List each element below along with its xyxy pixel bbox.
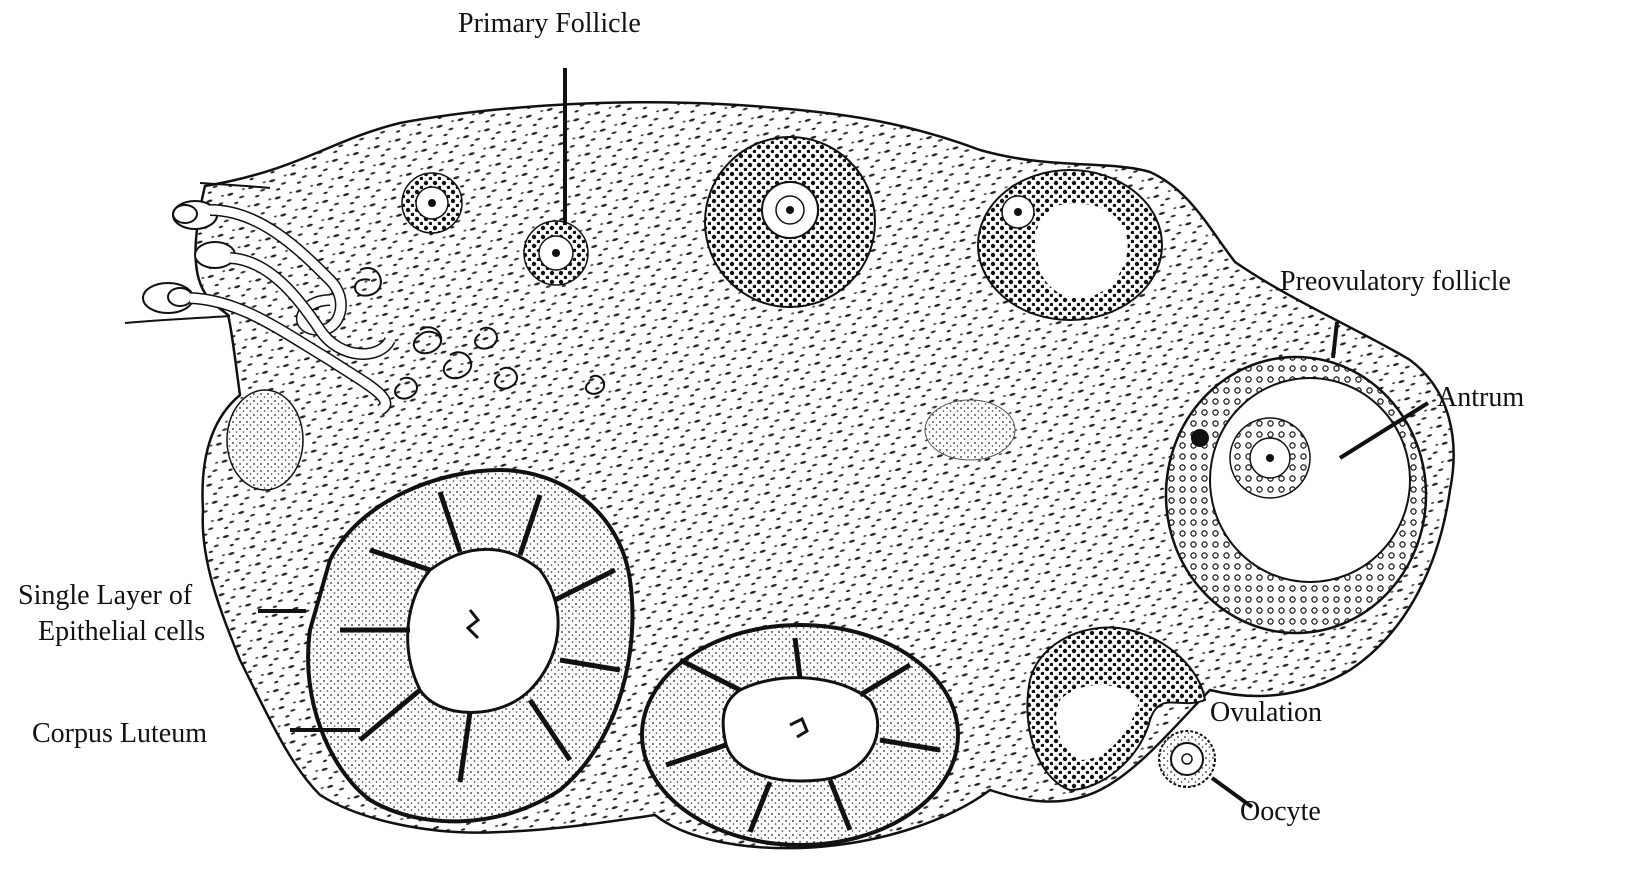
label-oocyte: Oocyte	[1240, 796, 1321, 828]
label-single-layer-line1: Single Layer of	[18, 580, 192, 612]
label-primary-follicle: Primary Follicle	[458, 8, 641, 40]
label-single-layer-line2: Epithelial cells	[38, 616, 205, 648]
label-preovulatory-follicle: Preovulatory follicle	[1280, 266, 1511, 298]
tertiary-follicle	[978, 170, 1162, 320]
corpus-luteum-center	[642, 625, 958, 845]
preovulatory-follicle	[1166, 357, 1426, 633]
secondary-follicle	[705, 137, 875, 307]
released-oocyte	[1159, 731, 1215, 787]
atretic-follicle	[925, 400, 1015, 460]
label-corpus-luteum: Corpus Luteum	[32, 718, 207, 750]
edge-follicle	[227, 390, 303, 490]
label-antrum: Antrum	[1437, 382, 1524, 414]
corpus-luteum-left	[308, 470, 632, 821]
primary-follicle	[524, 221, 588, 285]
primordial-follicle	[402, 173, 462, 233]
label-ovulation: Ovulation	[1210, 697, 1322, 729]
